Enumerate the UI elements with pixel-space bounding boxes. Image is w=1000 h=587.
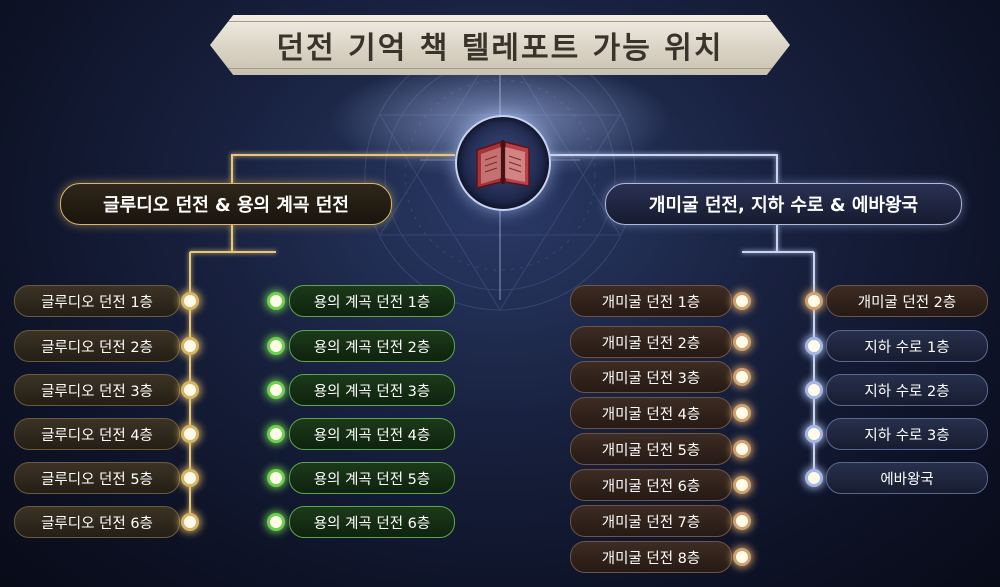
location-label: 글루디오 던전 6층 — [41, 515, 153, 532]
location-label: 글루디오 던전 5층 — [41, 471, 153, 488]
location-label: 개미굴 던전 3층 — [601, 370, 701, 387]
node-icon — [733, 440, 751, 458]
node-icon — [267, 513, 285, 531]
location-label: 글루디오 던전 3층 — [41, 383, 153, 400]
category-ant-cave-underground: 개미굴 던전, 지하 수로 & 에바왕국 — [605, 183, 962, 225]
location-underground-2f[interactable]: 지하 수로 2층 — [826, 374, 988, 406]
location-label: 글루디오 던전 1층 — [41, 294, 153, 311]
location-label: 개미굴 던전 8층 — [601, 550, 701, 567]
location-label: 개미굴 던전 5층 — [601, 442, 701, 459]
location-gludio-6f[interactable]: 글루디오 던전 6층 — [14, 506, 180, 538]
location-ant-cave-8f[interactable]: 개미굴 던전 8층 — [570, 541, 732, 573]
location-label: 용의 계곡 던전 1층 — [313, 294, 431, 311]
location-ant-cave-6f[interactable]: 개미굴 던전 6층 — [570, 469, 732, 501]
location-ant-cave-4f[interactable]: 개미굴 던전 4층 — [570, 397, 732, 429]
node-icon — [267, 292, 285, 310]
location-gludio-1f[interactable]: 글루디오 던전 1층 — [14, 285, 180, 317]
location-ant-cave-7f[interactable]: 개미굴 던전 7층 — [570, 505, 732, 537]
location-dragon-valley-5f[interactable]: 용의 계곡 던전 5층 — [289, 462, 455, 494]
node-icon — [733, 404, 751, 422]
node-icon — [181, 292, 199, 310]
node-icon — [267, 469, 285, 487]
node-icon — [805, 425, 823, 443]
location-ant-cave-2f[interactable]: 개미굴 던전 2층 — [570, 326, 732, 358]
location-dragon-valley-2f[interactable]: 용의 계곡 던전 2층 — [289, 330, 455, 362]
location-gludio-4f[interactable]: 글루디오 던전 4층 — [14, 418, 180, 450]
location-label: 용의 계곡 던전 6층 — [313, 515, 431, 532]
location-gludio-3f[interactable]: 글루디오 던전 3층 — [14, 374, 180, 406]
memory-book-icon — [455, 115, 551, 211]
location-dragon-valley-3f[interactable]: 용의 계곡 던전 3층 — [289, 374, 455, 406]
location-label: 용의 계곡 던전 4층 — [313, 427, 431, 444]
node-icon — [733, 333, 751, 351]
location-label: 개미굴 던전 4층 — [601, 406, 701, 423]
node-icon — [805, 292, 823, 310]
category-label: 개미굴 던전, 지하 수로 & 에바왕국 — [648, 195, 919, 216]
location-label: 용의 계곡 던전 5층 — [313, 471, 431, 488]
location-dragon-valley-4f[interactable]: 용의 계곡 던전 4층 — [289, 418, 455, 450]
location-label: 개미굴 던전 6층 — [601, 478, 701, 495]
location-label: 지하 수로 2층 — [864, 383, 950, 400]
location-ant-cave-1f[interactable]: 개미굴 던전 1층 — [570, 285, 732, 317]
location-dragon-valley-6f[interactable]: 용의 계곡 던전 6층 — [289, 506, 455, 538]
node-icon — [181, 469, 199, 487]
location-label: 용의 계곡 던전 3층 — [313, 383, 431, 400]
node-icon — [181, 381, 199, 399]
node-icon — [181, 337, 199, 355]
location-label: 지하 수로 3층 — [864, 427, 950, 444]
location-gludio-5f[interactable]: 글루디오 던전 5층 — [14, 462, 180, 494]
location-gludio-2f[interactable]: 글루디오 던전 2층 — [14, 330, 180, 362]
node-icon — [733, 292, 751, 310]
title-banner: 던전 기억 책 텔레포트 가능 위치 — [210, 15, 790, 75]
node-icon — [733, 512, 751, 530]
location-label: 개미굴 던전 7층 — [601, 514, 701, 531]
page-title: 던전 기억 책 텔레포트 가능 위치 — [276, 31, 724, 66]
location-label: 지하 수로 1층 — [864, 339, 950, 356]
location-ant-cave-3f[interactable]: 개미굴 던전 3층 — [570, 361, 732, 393]
location-dragon-valley-1f[interactable]: 용의 계곡 던전 1층 — [289, 285, 455, 317]
location-label: 글루디오 던전 4층 — [41, 427, 153, 444]
location-label: 개미굴 던전 2층 — [601, 335, 701, 352]
node-icon — [181, 513, 199, 531]
node-icon — [733, 368, 751, 386]
location-eva-kingdom[interactable]: 에바왕국 — [826, 462, 988, 494]
node-icon — [805, 381, 823, 399]
location-underground-1f[interactable]: 지하 수로 1층 — [826, 330, 988, 362]
node-icon — [733, 548, 751, 566]
location-label: 에바왕국 — [880, 471, 934, 488]
category-label: 글루디오 던전 & 용의 계곡 던전 — [103, 195, 349, 216]
node-icon — [267, 381, 285, 399]
node-icon — [267, 425, 285, 443]
node-icon — [805, 469, 823, 487]
location-label: 글루디오 던전 2층 — [41, 339, 153, 356]
location-ant-cave-5f[interactable]: 개미굴 던전 5층 — [570, 433, 732, 465]
location-label: 개미굴 던전 1층 — [601, 294, 701, 311]
node-icon — [805, 337, 823, 355]
location-label: 용의 계곡 던전 2층 — [313, 339, 431, 356]
node-icon — [267, 337, 285, 355]
category-gludio-dragon-valley: 글루디오 던전 & 용의 계곡 던전 — [60, 183, 392, 225]
location-underground-3f[interactable]: 지하 수로 3층 — [826, 418, 988, 450]
location-label: 개미굴 던전 2층 — [857, 294, 957, 311]
node-icon — [181, 425, 199, 443]
node-icon — [733, 476, 751, 494]
location-ant-cave-2f-alt[interactable]: 개미굴 던전 2층 — [826, 285, 988, 317]
